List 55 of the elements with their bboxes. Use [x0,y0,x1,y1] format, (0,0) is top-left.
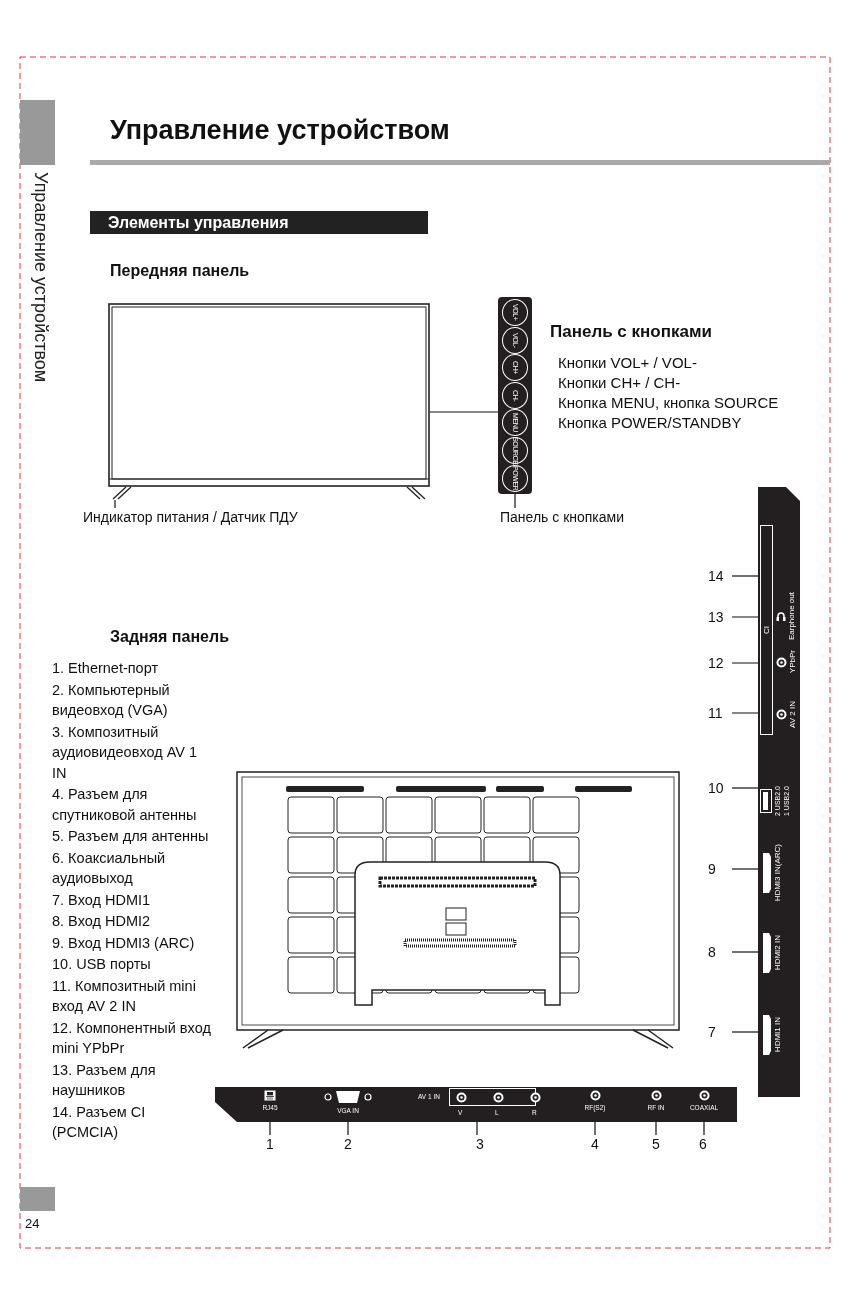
port-label: YPbPr [789,650,797,674]
callout-number: 8 [708,943,732,961]
connector-panel [758,487,800,1097]
list-item: 9. Вход HDMI3 (ARC) [52,933,196,953]
callout-number: 10 [708,779,732,797]
button-panel [498,297,532,494]
list-item: 14. Разъем CI (PCMCIA) [52,1102,147,1142]
ci-slot: CI [760,525,773,735]
list-item: 11. Композитный mini вход AV 2 IN [52,976,197,1016]
callout-number: 13 [708,608,732,626]
callout-number: 6 [695,1135,711,1153]
caption: Индикатор питания / Датчик ПДУ [83,508,323,526]
page-number: 24 [25,1216,40,1231]
list-item: 7. Вход HDMI1 [52,890,152,910]
callout-number: 5 [648,1135,664,1153]
side-heading: Управление устройством [30,172,51,383]
list-item: 1. Ethernet-порт [52,659,160,678]
tv-front-drawing [108,303,430,500]
list-item: 3. Композитный аудиовидеовход AV 1 IN [52,722,199,783]
leader-line [114,499,116,509]
page-title: Управление устройством [110,115,450,146]
list-item: 12. Компонентный вход mini YPbPr [52,1018,212,1058]
port-label: HDMI2 IN [774,935,782,971]
description-text: Кнопки VOL+ / VOL- [558,354,697,371]
list-item: 8. Вход HDMI2 [52,912,152,931]
list-item: 5. Разъем для антенны [52,827,210,846]
port-label: HDMI3 IN(ARC) [774,844,782,902]
description-text: Кнопки CH+ / CH- [558,374,681,391]
list-item: 2. Компьютерный видеовход (VGA) [52,680,171,720]
callout-number: 3 [472,1135,488,1153]
subheading: Задняя панель [110,628,229,646]
callout-number: 4 [587,1135,603,1153]
list-item: 10. USB порты [52,955,152,974]
callout-number: 2 [340,1135,356,1153]
list-item: 6. Коаксиальный аудиовыход [52,848,167,888]
description-text: Кнопка MENU, кнопка SOURCE [558,394,779,411]
port-label: AV 2 IN [789,700,797,728]
callout-number: 12 [708,654,732,672]
list-item: 13. Разъем для наушников [52,1060,157,1100]
port-label: HDMI1 IN [774,1017,782,1053]
subheading: Панель с кнопками [550,322,712,342]
callout-number: 9 [708,860,732,878]
leader-line [514,493,516,509]
section-header: Элементы управления [90,211,428,234]
leader-line [429,411,499,413]
callout-number: 7 [708,1023,732,1041]
callout-number: 14 [708,567,732,585]
caption: Панель с кнопками [500,508,640,526]
connector-panel [215,1087,737,1122]
callout-number: 11 [708,704,732,722]
port-label: Earphone out [788,591,796,640]
description-text: Кнопка POWER/STANDBY [558,414,742,431]
list-item: 4. Разъем для спутниковой антенны [52,785,198,825]
subheading: Передняя панель [110,262,250,280]
callout-number: 1 [262,1135,278,1153]
